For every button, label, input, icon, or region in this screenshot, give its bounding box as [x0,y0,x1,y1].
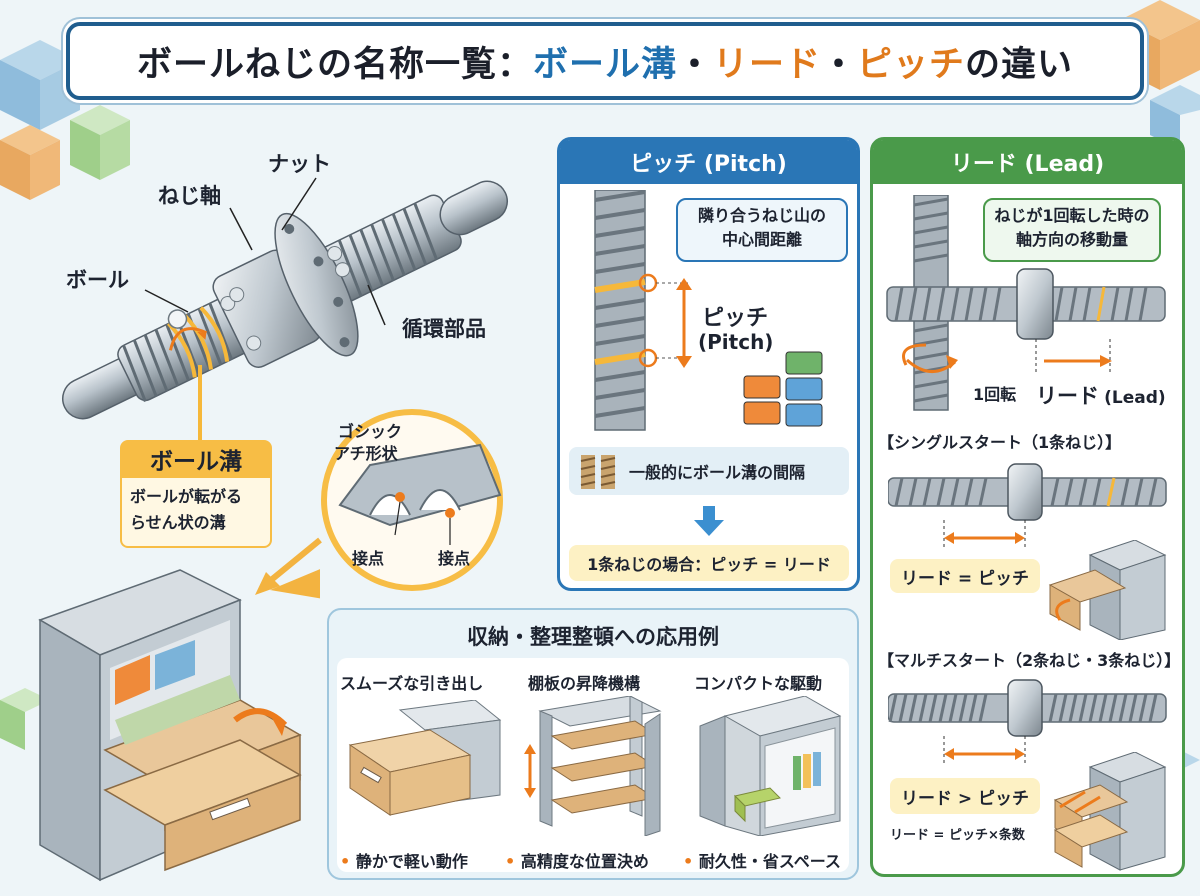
application-caption-1-text: 静かで軽い動作 [355,852,468,871]
bullet-icon: • [340,852,351,871]
screw-pair-icon [580,455,616,489]
title-part-2: ボール溝 [532,44,677,85]
label-gothic-2: アチ形状 [334,444,398,463]
multi-start-formula: リード = ピッチ×条数 [890,828,1025,843]
application-heading-1: スムーズな引き出し [340,674,484,693]
bullet-icon: • [683,852,694,871]
application-shelf-illustration [524,696,662,836]
label-gothic-1: ゴシック [338,422,403,441]
single-start-drawer [1048,540,1167,640]
label-circulation: 循環部品 [402,317,486,341]
ball-groove-desc-1: ボールが転がる [130,487,243,506]
application-caption-1: • 静かで軽い動作 [340,848,468,872]
groove-cross-section-zoom [321,409,503,591]
ball-screw-illustration [62,177,508,440]
cabinet-illustration [38,569,320,882]
title-part-3: リード [712,44,821,85]
application-compact-illustration [699,696,842,836]
title-separator-2: ・ [821,44,858,85]
application-caption-3: • 耐久性・省スペース [683,848,841,872]
lead-label-group: リード (Lead) [1036,380,1166,410]
single-start-title: 【シングルスタート（1条ねじ）】 [878,433,1122,452]
application-drawer-illustration [348,700,502,816]
bullet-icon: • [505,852,516,871]
label-contact-right: 接点 [438,549,471,568]
lead-header: リード (Lead) [873,140,1182,184]
application-heading-2: 棚板の昇降機構 [528,674,641,693]
lead-label: リード [1036,384,1099,408]
label-nut: ナット [268,152,331,176]
pitch-callout-line-2: 中心間距離 [721,230,802,249]
lead-callout-line-2: 軸方向の移動量 [1015,230,1128,249]
application-heading-3: コンパクトな駆動 [694,674,823,693]
pitch-general-text: 一般的にボール溝の間隔 [629,463,806,482]
pitch-arrow [676,278,692,368]
ball-groove-desc-box: ボールが転がる らせん状の溝 [120,478,272,548]
pitch-screw-diagram [594,190,688,431]
title-separator-1: ・ [676,44,713,85]
ball-groove-title: ボール溝 [120,440,272,478]
application-caption-2: • 高精度な位置決め [505,848,649,872]
single-start-screw [888,463,1167,550]
pitch-label-1: ピッチ [702,306,769,331]
title-part-1: ボールねじの名称一覧： [136,44,533,85]
lead-rotation-label: 1回転 [973,385,1017,404]
pitch-single-case: 1条ねじの場合：ピッチ = リード [569,545,849,581]
multi-start-equation: リード > ピッチ [890,778,1040,814]
lead-callout: ねじが1回転した時の 軸方向の移動量 [983,198,1161,262]
page-title: ボールねじの名称一覧： ボール溝 ・ リード ・ ピッチ の違い [66,22,1144,100]
lead-callout-line-1: ねじが1回転した時の [994,206,1150,225]
application-caption-2-text: 高精度な位置決め [520,852,649,871]
pitch-callout-line-1: 隣り合うねじ山の [697,206,826,225]
application-caption-3-text: 耐久性・省スペース [698,852,841,871]
single-start-equation: リード = ピッチ [890,559,1040,593]
applications-title: 収納・整理整頓への応用例 [467,625,719,649]
title-part-5: の違い [965,44,1074,85]
pitch-label-2: (Pitch) [698,330,774,354]
multi-start-screw [888,679,1167,766]
zoom-arrow [255,537,322,595]
multi-start-title: 【マルチスタート（2条ねじ・3条ねじ）】 [878,651,1181,670]
pitch-general-box: 一般的にボール溝の間隔 [569,447,849,495]
lead-label-en: (Lead) [1104,388,1166,408]
label-shaft: ねじ軸 [158,184,221,208]
multi-start-drawer [1053,752,1167,871]
down-arrow-icon [694,506,724,536]
ball-groove-note: ボール溝 ボールが転がる らせん状の溝 [120,440,272,548]
ball-groove-desc-2: らせん状の溝 [130,513,226,532]
storage-boxes-icon [743,351,823,427]
title-part-4: ピッチ [857,44,966,85]
pitch-header: ピッチ (Pitch) [560,140,857,184]
label-contact-left: 接点 [352,549,385,568]
label-ball: ボール [66,268,129,292]
pitch-callout: 隣り合うねじ山の 中心間距離 [676,198,848,262]
lead-screw-diagram [886,195,1166,411]
